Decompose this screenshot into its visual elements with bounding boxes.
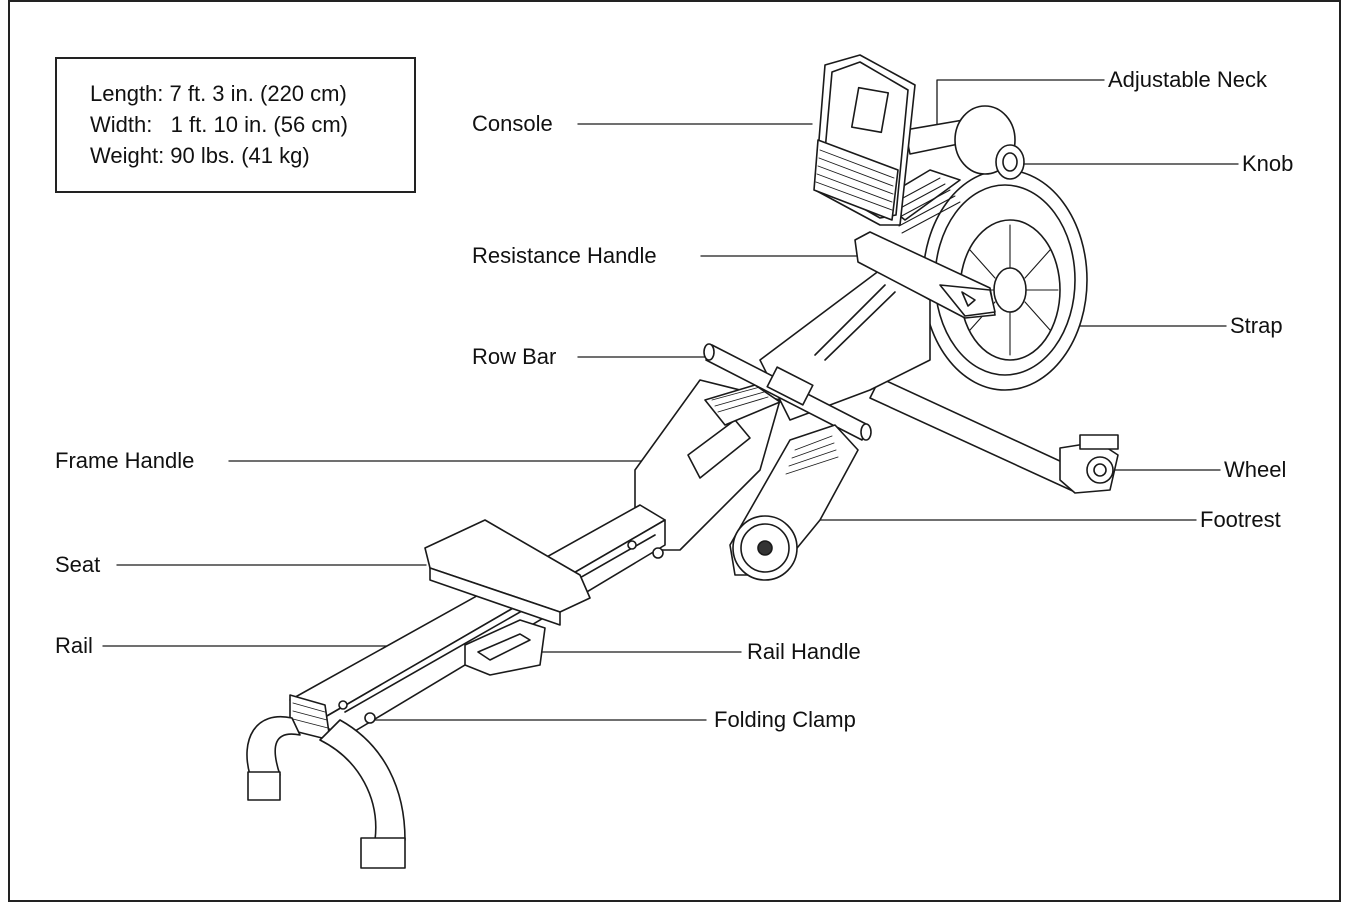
diagram-frame bbox=[8, 0, 1341, 902]
seat bbox=[424, 519, 591, 626]
label-folding-clamp: Folding Clamp bbox=[714, 707, 856, 732]
rear-stabilizer bbox=[869, 377, 1119, 494]
spec-length: Length: 7 ft. 3 in. (220 cm) bbox=[90, 81, 347, 106]
leader-lines bbox=[102, 79, 1239, 721]
label-console: Console bbox=[472, 111, 553, 136]
front-frame bbox=[634, 379, 781, 551]
spec-weight: Weight: 90 lbs. (41 kg) bbox=[90, 143, 310, 168]
label-frame-handle: Frame Handle bbox=[55, 448, 195, 473]
console bbox=[813, 54, 916, 226]
fan-housing bbox=[879, 169, 1088, 391]
specifications-box: Length: 7 ft. 3 in. (220 cm) Width: 1 ft… bbox=[55, 57, 416, 193]
label-strap: Strap bbox=[1230, 313, 1283, 338]
rail-handle bbox=[464, 619, 546, 676]
frame-bolts bbox=[627, 540, 664, 559]
label-rail: Rail bbox=[55, 633, 93, 658]
row-bar bbox=[703, 343, 872, 441]
label-footrest: Footrest bbox=[1200, 507, 1281, 532]
label-knob: Knob bbox=[1242, 151, 1294, 176]
label-seat: Seat bbox=[55, 552, 101, 577]
spec-width: Width: 1 ft. 10 in. (56 cm) bbox=[90, 112, 348, 137]
label-resistance-handle: Resistance Handle bbox=[472, 243, 657, 268]
label-row-bar: Row Bar bbox=[472, 344, 557, 369]
adjustable-neck bbox=[904, 105, 1025, 180]
label-adjustable-neck: Adjustable Neck bbox=[1108, 67, 1267, 92]
label-rail-handle: Rail Handle bbox=[747, 639, 861, 664]
footrest bbox=[729, 424, 859, 581]
front-legs bbox=[246, 694, 406, 869]
label-wheel: Wheel bbox=[1224, 457, 1287, 482]
resistance-handle bbox=[854, 231, 996, 319]
